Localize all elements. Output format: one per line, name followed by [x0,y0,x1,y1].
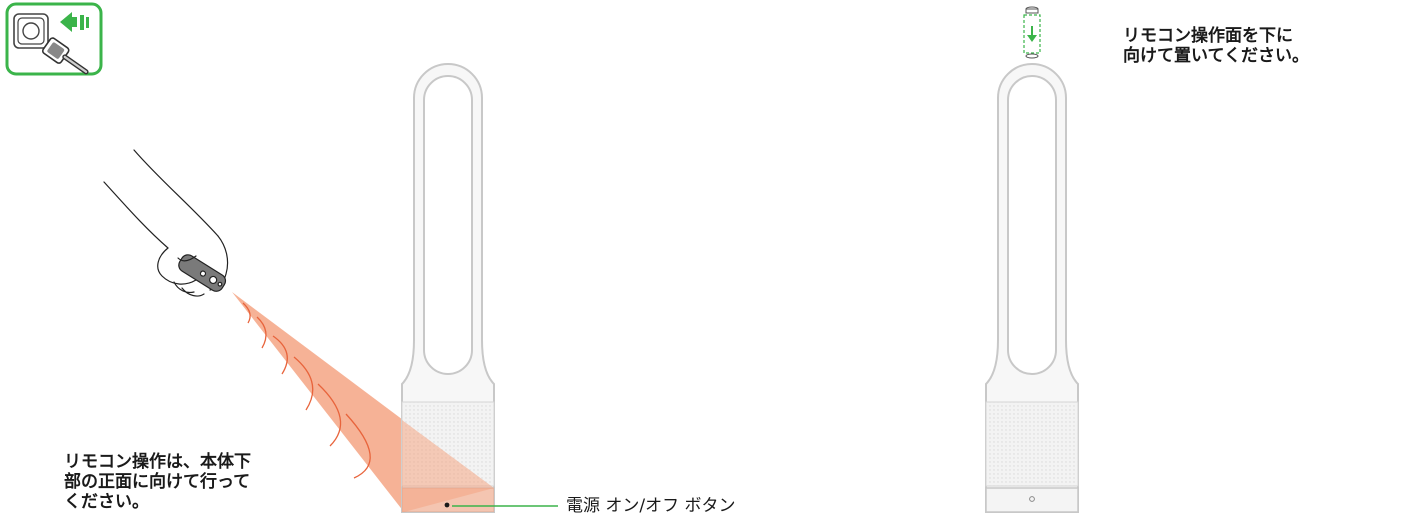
power-button-label: 電源 オン/オフ ボタン [566,496,736,516]
remote-storage-caption: リモコン操作面を下に 向けて置いてください。 [1123,26,1309,66]
unplug-from-socket-icon [5,2,103,76]
remote-operation-caption: リモコン操作は、本体下 部の正面に向けて行って ください。 [64,452,251,512]
hand-holding-remote-illustration [103,149,229,297]
fan-left [401,63,495,513]
remote-on-fan-top [1023,6,1041,59]
power-button-dot [444,502,450,508]
fan-right [985,63,1079,513]
